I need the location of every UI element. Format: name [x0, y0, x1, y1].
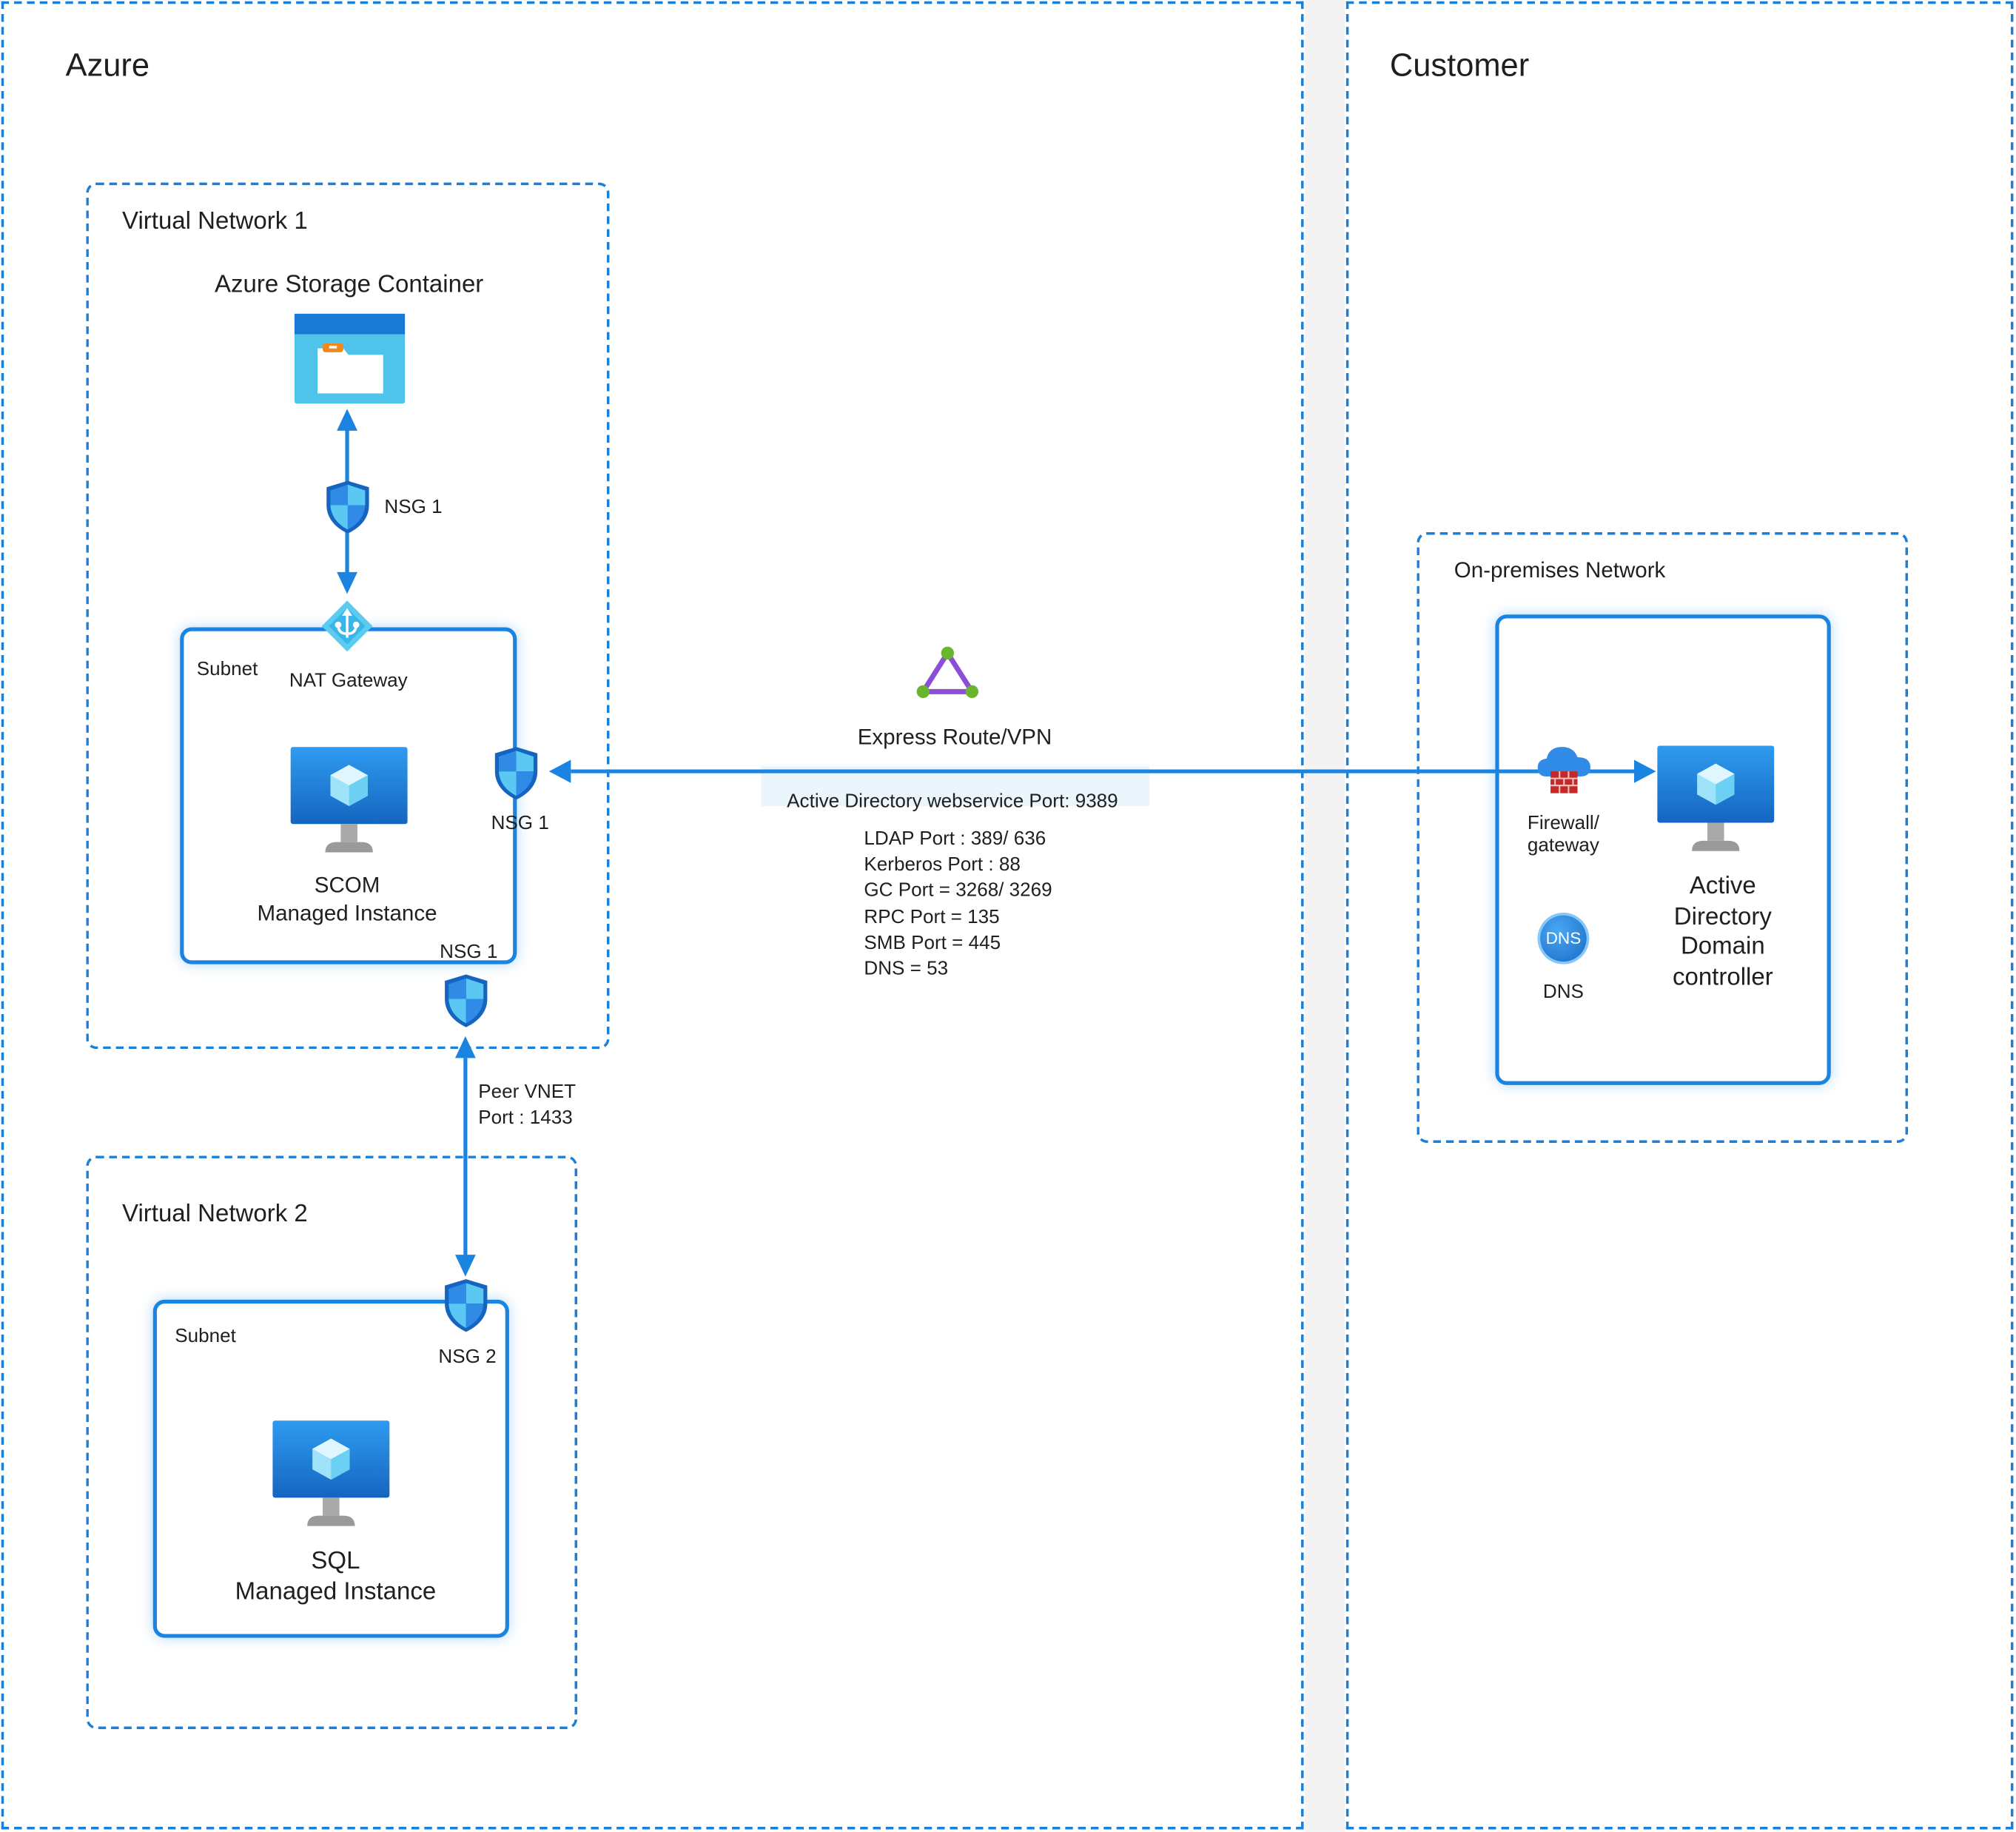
- express-route-arrow-left: [548, 759, 571, 783]
- onprem-subnet: [1495, 614, 1831, 1085]
- nsg-shield-icon: [494, 747, 538, 800]
- nat-arrow-down: [337, 571, 357, 594]
- dns-icon-text: DNS: [1545, 927, 1582, 948]
- vnet2-subnet: [152, 1299, 509, 1638]
- azure-region-title: Azure: [65, 47, 150, 84]
- dns-label: DNS: [1542, 981, 1584, 1003]
- peering-label-line2: Port : 1433: [478, 1107, 573, 1129]
- port-list-item: DNS = 53: [864, 957, 949, 980]
- port-list-item: LDAP Port : 389/ 636: [864, 828, 1046, 850]
- domain-controller-label-line: Active: [1689, 873, 1756, 900]
- onprem-title: On-premises Network: [1454, 557, 1666, 583]
- nsg-storage-label: NSG 1: [384, 496, 443, 518]
- domain-controller-label-line: Domain: [1680, 933, 1765, 961]
- nsg-shield-icon: [445, 974, 488, 1027]
- region-gutter: [1305, 0, 1345, 1832]
- vnet1-title: Virtual Network 1: [122, 208, 308, 235]
- port-list-item: RPC Port = 135: [864, 905, 1000, 928]
- vnet2-title: Virtual Network 2: [122, 1201, 308, 1228]
- port-list-item: GC Port = 3268/ 3269: [864, 879, 1052, 902]
- vnet2-subnet-label: Subnet: [175, 1325, 236, 1348]
- scom-label-line1: SCOM: [314, 873, 380, 898]
- peering-arrow-up: [454, 1036, 476, 1058]
- ad-webservice-port: Active Directory webservice Port: 9389: [787, 791, 1118, 813]
- vnet1-boundary: [86, 182, 610, 1050]
- storage-arrow-up: [337, 409, 357, 431]
- azure-region: [1, 1, 1304, 1830]
- peering-label-line1: Peer VNET: [478, 1081, 577, 1104]
- express-route-arrow-right: [1633, 759, 1656, 783]
- firewall-label-line2: gateway: [1527, 834, 1599, 856]
- sql-label-line2: Managed Instance: [235, 1578, 437, 1606]
- nsg-right-label: NSG 1: [491, 812, 549, 835]
- nsg-shield-icon: [326, 480, 369, 534]
- nat-gateway-icon: [321, 600, 373, 652]
- nsg-bottom-label: NSG 1: [440, 941, 498, 963]
- domain-controller-label-line: controller: [1672, 964, 1773, 991]
- firewall-icon: [1537, 747, 1590, 793]
- vnet1-subnet-label: Subnet: [196, 658, 258, 680]
- port-list: LDAP Port : 389/ 636 Kerberos Port : 88 …: [864, 827, 1052, 983]
- peering-arrow-down: [454, 1255, 476, 1277]
- domain-controller-label-line: Directory: [1673, 903, 1772, 930]
- customer-region-title: Customer: [1389, 47, 1530, 84]
- firewall-label-line1: Firewall/: [1527, 812, 1599, 835]
- storage-container-icon: [294, 313, 406, 404]
- nat-gateway-label: NAT Gateway: [289, 669, 408, 692]
- sql-vm-icon: [272, 1420, 390, 1526]
- port-list-item: Kerberos Port : 88: [864, 853, 1021, 876]
- nsg-shield-icon: [445, 1279, 488, 1332]
- nsg2-label: NSG 2: [438, 1346, 497, 1368]
- onprem-boundary: [1417, 532, 1909, 1144]
- domain-controller-label: Active Directory Domain controller: [1646, 872, 1800, 993]
- express-route-label: Express Route/VPN: [857, 725, 1052, 750]
- scom-label-line2: Managed Instance: [257, 901, 437, 926]
- storage-label: Azure Storage Container: [215, 271, 484, 298]
- customer-region: [1345, 1, 2014, 1830]
- express-route-icon: [916, 646, 979, 699]
- scom-vm-icon: [290, 747, 408, 853]
- sql-label-line1: SQL: [311, 1548, 360, 1575]
- port-list-item: SMB Port = 445: [864, 931, 1001, 954]
- vnet2-boundary: [86, 1155, 578, 1729]
- domain-controller-vm-icon: [1657, 745, 1775, 851]
- dns-icon: DNS: [1537, 913, 1590, 964]
